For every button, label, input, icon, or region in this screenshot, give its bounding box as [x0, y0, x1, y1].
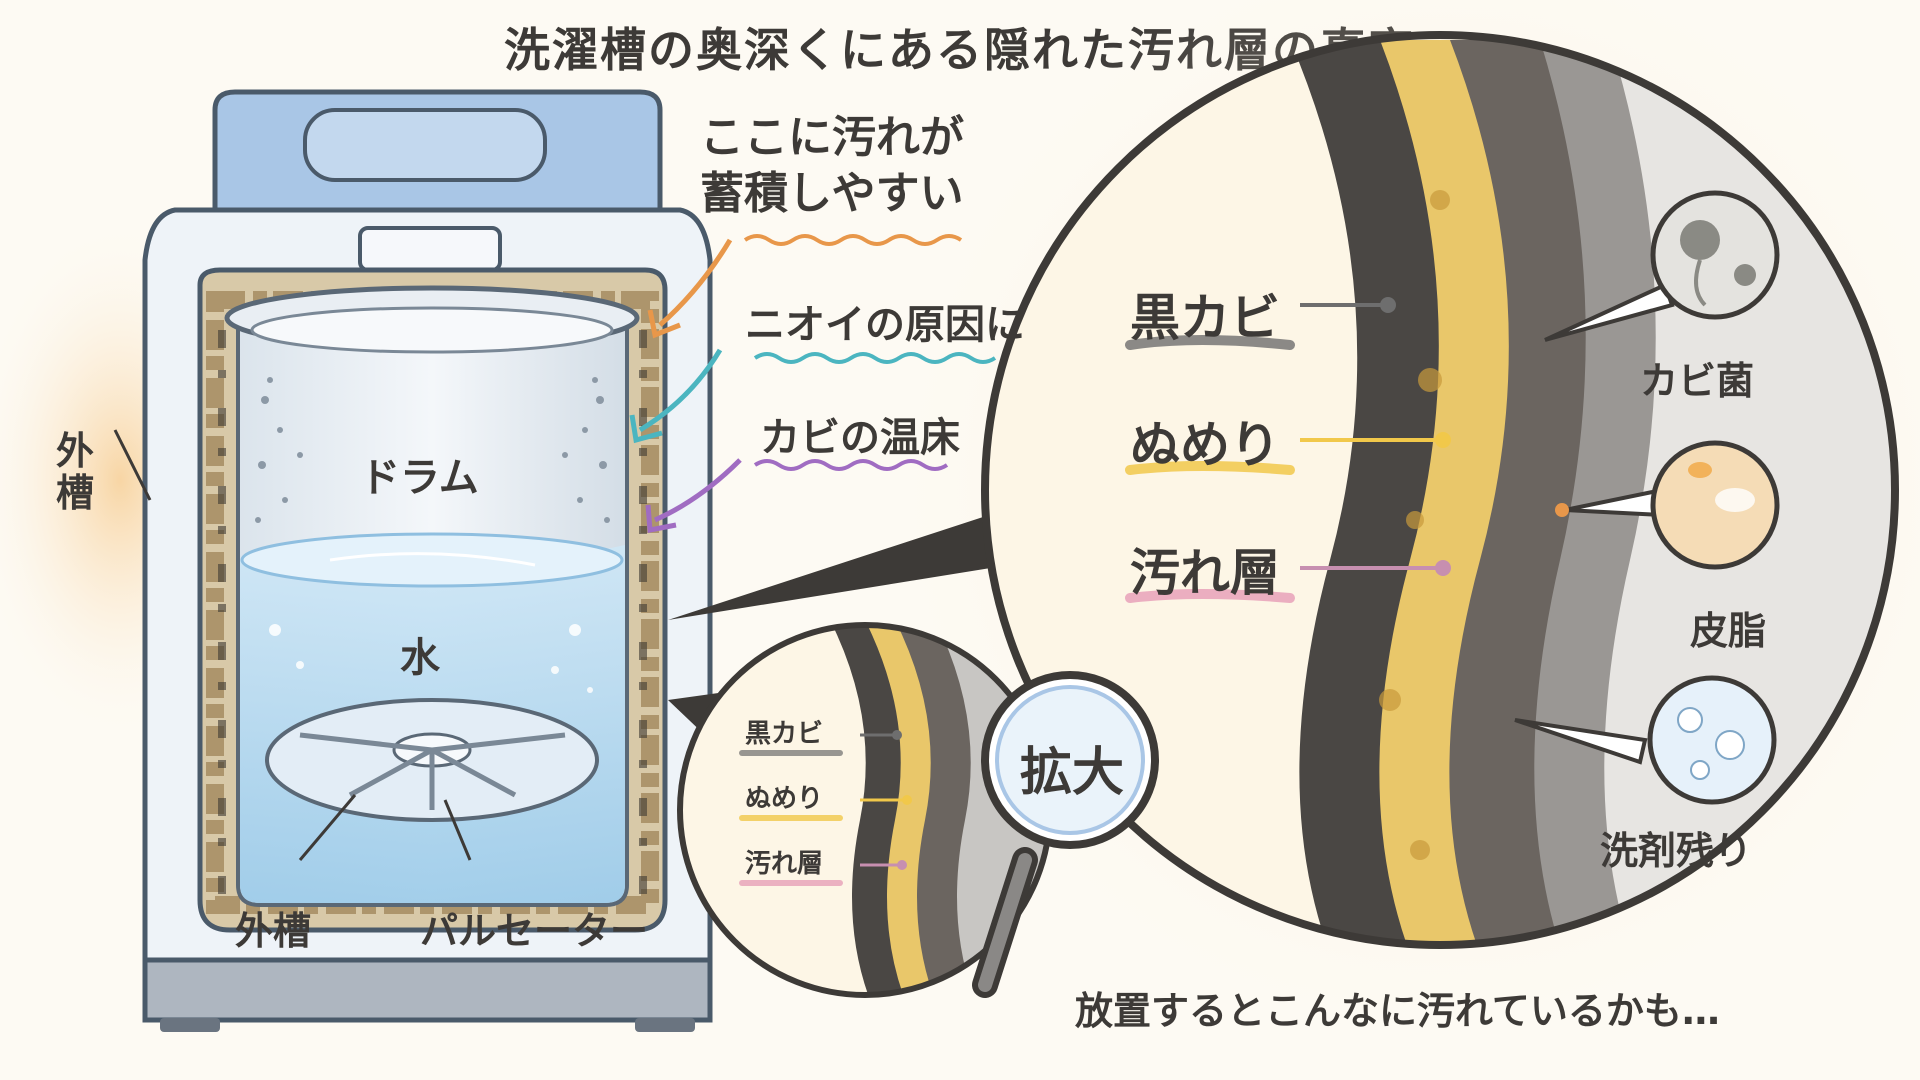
machine-foot-left: [160, 1018, 220, 1032]
magnifier-label: 拡大: [1020, 743, 1125, 803]
label-outer-tub-left: 外 槽: [55, 429, 94, 515]
lid-handle: [303, 108, 547, 182]
mold-bed-arrowhead: [645, 504, 677, 533]
sebum-blob-icon: [1688, 462, 1712, 478]
water-surface: [240, 532, 624, 588]
machine-foot-right: [635, 1018, 695, 1032]
bubble-label-detergent-residue: 洗剤残り: [1600, 829, 1753, 873]
label-outer-tub-bottom: 外槽: [235, 909, 312, 953]
odor-arrowhead: [629, 414, 663, 444]
magnifier-icon: [972, 671, 1159, 998]
big-slime-specks: [1379, 190, 1450, 860]
sebum-shine-icon: [1715, 488, 1755, 512]
big-dirt-dot: [1435, 560, 1451, 576]
bubble-detergent: [1514, 675, 1777, 805]
mold-hypha: [1694, 259, 1707, 307]
detergent-tray: [358, 226, 502, 272]
water-ripple: [329, 552, 536, 567]
callout-odor: ニオイの原因に: [745, 302, 1025, 348]
big-slime-underline: [1125, 461, 1295, 475]
big-zoom-wedge: [668, 500, 1040, 620]
bubble-mold-circle: [1650, 190, 1780, 320]
bubble-sebum-circle: [1650, 440, 1780, 570]
washing-machine: [113, 89, 713, 1032]
bubble-label-sebum: 皮脂: [1690, 609, 1767, 653]
bubble-detergent-tail: [1514, 718, 1648, 765]
accumulate-underline: [743, 234, 963, 246]
big-zoom-border: [981, 31, 1899, 949]
detergent-granule-icon: [1677, 707, 1703, 733]
magnifier-handle-inner: [978, 853, 1032, 992]
big-label-black-mold: 黒カビ: [1130, 289, 1280, 347]
big-dirt-underline: [1125, 589, 1295, 603]
mold-bed-underline: [753, 459, 949, 471]
outer-tub-left-leader: [113, 429, 152, 501]
footer-caption: 放置するとこんなに汚れているかも…: [1075, 989, 1720, 1033]
bubble-detergent-circle: [1647, 675, 1777, 805]
outer-tub-bottom-leader: [298, 794, 357, 861]
accumulate-arrow: [658, 238, 733, 327]
accumulate-arrowhead: [647, 309, 681, 339]
label-drum: ドラム: [360, 455, 479, 501]
big-mold-dot: [1380, 297, 1396, 313]
big-label-slime: ぬめり: [1130, 416, 1280, 474]
water-bubbles: [269, 624, 593, 693]
label-pulsator: パルセーター: [420, 909, 649, 953]
bubble-sebum: [1555, 440, 1780, 570]
bubble-sebum-dot: [1555, 503, 1569, 517]
drum-holes: [255, 377, 610, 523]
black-mold-streaks: [218, 330, 647, 900]
small-label-slime: ぬめり: [745, 784, 824, 814]
drum-rim-inner: [250, 306, 614, 354]
mold-bed-arrow: [653, 458, 742, 523]
small-slime-dot: [902, 795, 912, 805]
detergent-granule-icon: [1690, 760, 1710, 780]
mold-spore-large-icon: [1680, 220, 1720, 260]
odor-underline: [753, 352, 997, 364]
small-dirt-dot: [897, 860, 907, 870]
detergent-granule-icon: [1715, 730, 1745, 760]
odor-arrow: [638, 348, 723, 433]
machine-base: [142, 957, 713, 1023]
big-mold-underline: [1125, 335, 1295, 350]
small-label-black-mold: 黒カビ: [745, 719, 824, 749]
pulsator-leader: [443, 799, 472, 861]
pulsator-vanes: [299, 732, 566, 810]
bubble-label-mold-fungus: カビ菌: [1640, 359, 1755, 403]
callout-mold-bed: カビの温床: [760, 415, 960, 461]
big-slime-dot: [1435, 432, 1451, 448]
label-water: 水: [400, 635, 440, 681]
magnifier-glass: [995, 685, 1145, 835]
mold-spore-small-icon: [1734, 264, 1756, 286]
bubble-mold-fungus: [1544, 190, 1780, 342]
small-mold-dot: [892, 730, 902, 740]
callout-accumulate: ここに汚れが 蓄積しやすい: [700, 112, 964, 219]
big-label-dirt-layer: 汚れ層: [1130, 544, 1280, 602]
small-label-dirt-layer: 汚れ層: [745, 849, 824, 879]
